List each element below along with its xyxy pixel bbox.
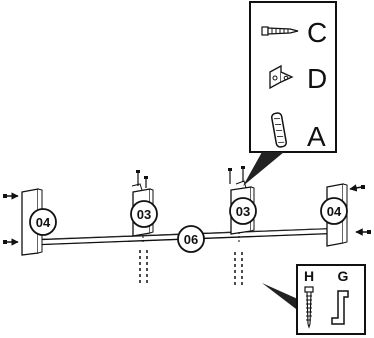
part-number-middle-right: 03 xyxy=(236,204,250,219)
legend-label-d: D xyxy=(307,63,327,94)
part-number-left: 04 xyxy=(36,215,51,230)
part-number-middle-left: 03 xyxy=(137,207,151,222)
angle-bracket-icon xyxy=(269,64,294,90)
middle-right-panel xyxy=(228,166,255,285)
legend-label-h: H xyxy=(304,268,314,284)
wooden-dowel-icon xyxy=(271,112,287,148)
legend-label-c: C xyxy=(307,17,327,48)
part-badge-middle-right: 03 xyxy=(229,197,257,225)
legend-bottom-pointer xyxy=(262,283,300,312)
long-screw-icon xyxy=(304,286,314,329)
screw-icon xyxy=(261,26,299,36)
part-badge-middle-left: 03 xyxy=(130,200,158,228)
part-badge-right: 04 xyxy=(320,197,348,225)
legend-pointer xyxy=(243,152,284,186)
part-badge-base: 06 xyxy=(177,225,205,253)
hardware-legend-top: C D A xyxy=(243,1,337,186)
hardware-legend-bottom: H G xyxy=(262,264,366,335)
legend-label-g: G xyxy=(338,268,349,284)
part-badge-left: 04 xyxy=(29,208,57,236)
part-number-right: 04 xyxy=(327,204,342,219)
allen-key-icon xyxy=(331,290,349,325)
legend-label-a: A xyxy=(307,121,326,152)
part-number-base: 06 xyxy=(184,232,198,247)
